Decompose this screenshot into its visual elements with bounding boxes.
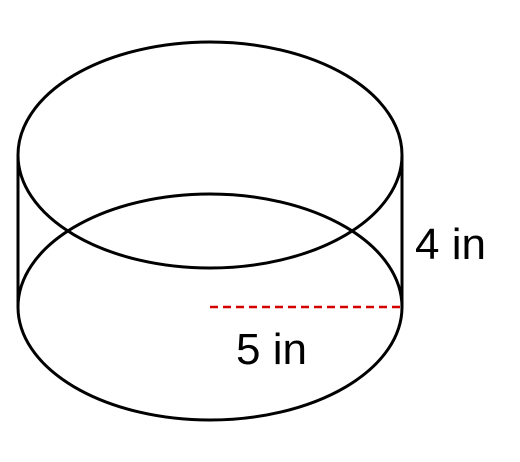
radius-label: 5 in	[236, 325, 307, 374]
height-label: 4 in	[415, 220, 486, 269]
cylinder-top-face	[16, 40, 404, 270]
